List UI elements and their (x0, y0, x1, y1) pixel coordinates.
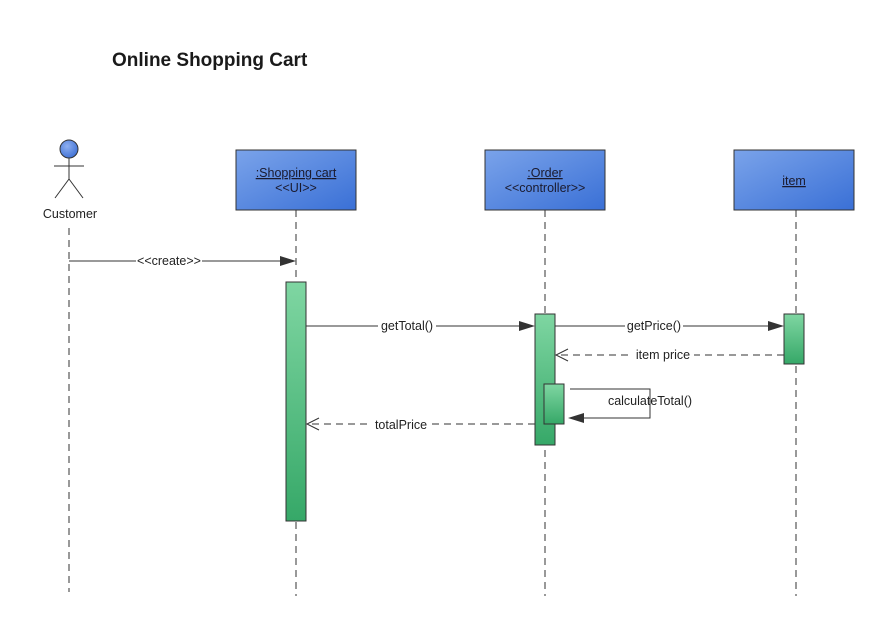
object-name: :Order (527, 166, 562, 180)
message-item-price[interactable]: item price (554, 347, 784, 362)
activation-item (783, 313, 805, 365)
object-order[interactable]: :Order <<controller>> (484, 149, 606, 211)
stick-figure-icon (54, 139, 84, 199)
diagram-title: Online Shopping Cart (112, 50, 308, 71)
message-label: item price (636, 348, 690, 362)
message-label: calculateTotal() (608, 394, 692, 408)
message-total-price[interactable]: totalPrice (305, 417, 535, 432)
object-shopping-cart[interactable]: :Shopping cart <<UI>> (235, 149, 357, 211)
actor-customer[interactable]: Customer (43, 139, 97, 221)
message-get-total[interactable]: getTotal() (306, 318, 535, 333)
object-name: :Shopping cart (256, 166, 337, 180)
activation-shopping-cart (285, 281, 307, 522)
open-arrowhead-icon (305, 417, 320, 431)
message-get-price[interactable]: getPrice() (555, 318, 784, 333)
activation-order (534, 313, 556, 446)
message-label: getPrice() (627, 319, 681, 333)
object-name: item (782, 174, 806, 188)
arrowhead-icon (280, 256, 296, 266)
object-item[interactable]: item (733, 149, 855, 211)
message-create[interactable]: <<create>> (69, 253, 296, 268)
arrowhead-icon (568, 413, 584, 423)
message-label: getTotal() (381, 319, 433, 333)
arrowhead-icon (768, 321, 784, 331)
open-arrowhead-icon (554, 348, 569, 362)
activation-order-nested (543, 383, 565, 425)
object-box (733, 149, 855, 211)
message-label: totalPrice (375, 418, 427, 432)
object-box (484, 149, 606, 211)
object-stereotype: <<UI>> (275, 181, 317, 195)
actor-label: Customer (43, 207, 97, 221)
message-label: <<create>> (137, 254, 201, 268)
arrowhead-icon (519, 321, 535, 331)
object-stereotype: <<controller>> (505, 181, 586, 195)
message-calculate-total[interactable]: calculateTotal() (568, 388, 692, 423)
object-box (235, 149, 357, 211)
